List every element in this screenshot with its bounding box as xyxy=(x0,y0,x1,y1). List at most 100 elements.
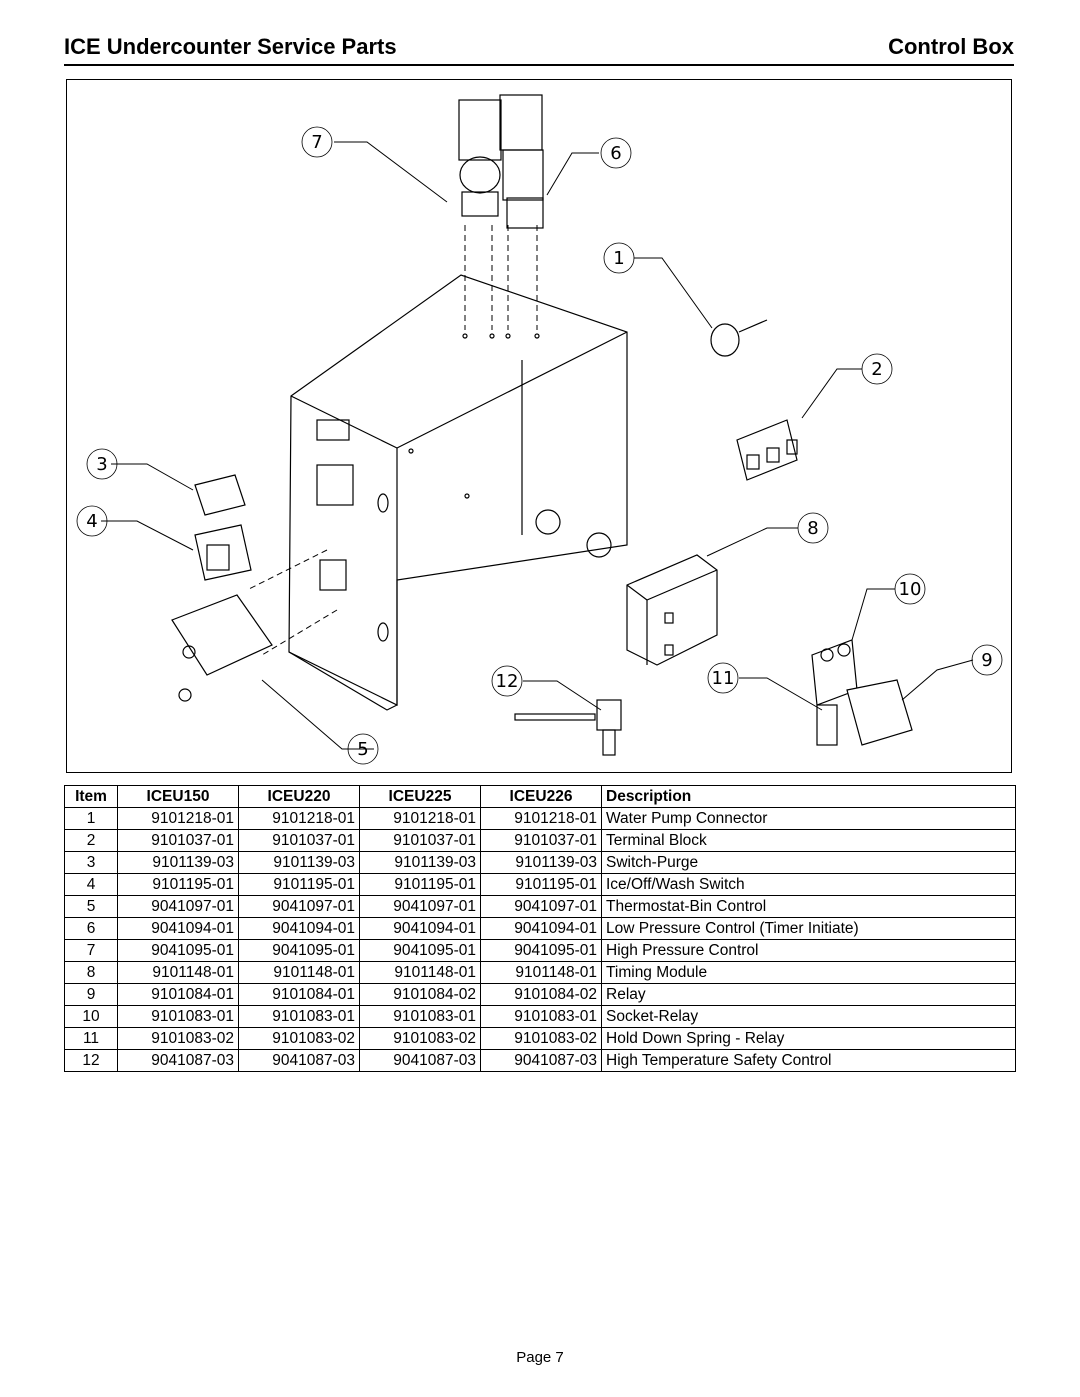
part-number-cell: 9101148-01 xyxy=(238,961,360,984)
part-number-cell: 9041094-01 xyxy=(359,917,481,940)
part-number-cell: 9101195-01 xyxy=(117,873,239,896)
item-cell: 5 xyxy=(64,895,118,918)
description-cell: Timing Module xyxy=(601,961,1016,984)
item-cell: 6 xyxy=(64,917,118,940)
exploded-view-diagram: 1 2 3 4 5 6 7 8 9 10 11 12 xyxy=(66,79,1012,773)
item-cell: 7 xyxy=(64,939,118,962)
item-cell: 2 xyxy=(64,829,118,852)
part-number-cell: 9101218-01 xyxy=(238,807,360,830)
part-number-cell: 9041087-03 xyxy=(480,1049,602,1072)
part-number-cell: 9101083-01 xyxy=(238,1005,360,1028)
part-number-cell: 9101083-02 xyxy=(117,1027,239,1050)
col-description-header: Description xyxy=(601,785,1016,808)
callout-6: 6 xyxy=(610,143,621,164)
part-number-cell: 9101084-02 xyxy=(480,983,602,1006)
callout-11: 11 xyxy=(712,668,735,689)
part-number-cell: 9101084-01 xyxy=(117,983,239,1006)
callout-2: 2 xyxy=(871,359,882,380)
part-number-cell: 9101139-03 xyxy=(117,851,239,874)
col-item-header: Item xyxy=(64,785,118,808)
part-number-cell: 9041095-01 xyxy=(238,939,360,962)
part-number-cell: 9101083-02 xyxy=(359,1027,481,1050)
part-number-cell: 9041097-01 xyxy=(238,895,360,918)
item-cell: 11 xyxy=(64,1027,118,1050)
page-number: Page 7 xyxy=(516,1349,564,1366)
pressure-controls xyxy=(458,94,544,229)
table-header-row: Item ICEU150 ICEU220 ICEU225 ICEU226 Des… xyxy=(64,785,1016,808)
part-number-cell: 9041087-03 xyxy=(117,1049,239,1072)
section-title: Control Box xyxy=(888,34,1014,59)
description-cell: Water Pump Connector xyxy=(601,807,1016,830)
col-iceu220-header: ICEU220 xyxy=(238,785,360,808)
part-number-cell: 9101195-01 xyxy=(480,873,602,896)
item-cell: 4 xyxy=(64,873,118,896)
item-cell: 8 xyxy=(64,961,118,984)
control-box-housing xyxy=(288,274,628,711)
part-number-cell: 9101218-01 xyxy=(480,807,602,830)
item-cell: 1 xyxy=(64,807,118,830)
part-number-cell: 9101037-01 xyxy=(238,829,360,852)
part-number-cell: 9041097-01 xyxy=(117,895,239,918)
description-cell: Hold Down Spring - Relay xyxy=(601,1027,1016,1050)
part-number-cell: 9101139-03 xyxy=(359,851,481,874)
part-number-cell: 9041095-01 xyxy=(117,939,239,962)
part-number-cell: 9101084-01 xyxy=(238,983,360,1006)
part-number-cell: 9041087-03 xyxy=(359,1049,481,1072)
callout-1: 1 xyxy=(613,248,624,269)
water-pump-connector xyxy=(710,319,768,357)
description-cell: Switch-Purge xyxy=(601,851,1016,874)
description-cell: Ice/Off/Wash Switch xyxy=(601,873,1016,896)
part-number-cell: 9101139-03 xyxy=(238,851,360,874)
item-cell: 9 xyxy=(64,983,118,1006)
part-number-cell: 9101139-03 xyxy=(480,851,602,874)
item-cell: 3 xyxy=(64,851,118,874)
callout-9: 9 xyxy=(981,650,992,671)
col-iceu226-header: ICEU226 xyxy=(480,785,602,808)
part-number-cell: 9101083-01 xyxy=(359,1005,481,1028)
callout-4: 4 xyxy=(86,511,97,532)
part-number-cell: 9101083-02 xyxy=(238,1027,360,1050)
control-box-drawing: 1 2 3 4 5 6 7 8 9 10 11 12 xyxy=(76,94,1003,765)
relay-socket xyxy=(811,639,913,746)
terminal-block xyxy=(736,419,798,481)
callout-5: 5 xyxy=(357,739,368,760)
part-number-cell: 9101195-01 xyxy=(238,873,360,896)
part-number-cell: 9041094-01 xyxy=(117,917,239,940)
part-number-cell: 9041095-01 xyxy=(480,939,602,962)
col-iceu225-header: ICEU225 xyxy=(359,785,481,808)
part-number-cell: 9041097-01 xyxy=(480,895,602,918)
part-number-cell: 9101148-01 xyxy=(359,961,481,984)
col-iceu150-header: ICEU150 xyxy=(117,785,239,808)
timing-module xyxy=(626,554,718,666)
part-number-cell: 9041095-01 xyxy=(359,939,481,962)
rocker-switches xyxy=(194,474,252,581)
part-number-cell: 9101148-01 xyxy=(117,961,239,984)
callout-3: 3 xyxy=(96,454,107,475)
part-number-cell: 9041094-01 xyxy=(480,917,602,940)
page-header: ICE Undercounter Service Parts Control B… xyxy=(64,34,1014,66)
thermostat xyxy=(171,594,273,702)
part-number-cell: 9101195-01 xyxy=(359,873,481,896)
part-number-cell: 9101083-01 xyxy=(480,1005,602,1028)
callout-12: 12 xyxy=(496,671,519,692)
part-number-cell: 9101084-02 xyxy=(359,983,481,1006)
parts-table: Item ICEU150 ICEU220 ICEU225 ICEU226 Des… xyxy=(64,785,1016,1072)
part-number-cell: 9101148-01 xyxy=(480,961,602,984)
high-temp-safety-control xyxy=(514,699,622,756)
part-number-cell: 9101218-01 xyxy=(117,807,239,830)
part-number-cell: 9101037-01 xyxy=(117,829,239,852)
part-number-cell: 9041094-01 xyxy=(238,917,360,940)
description-cell: Low Pressure Control (Timer Initiate) xyxy=(601,917,1016,940)
